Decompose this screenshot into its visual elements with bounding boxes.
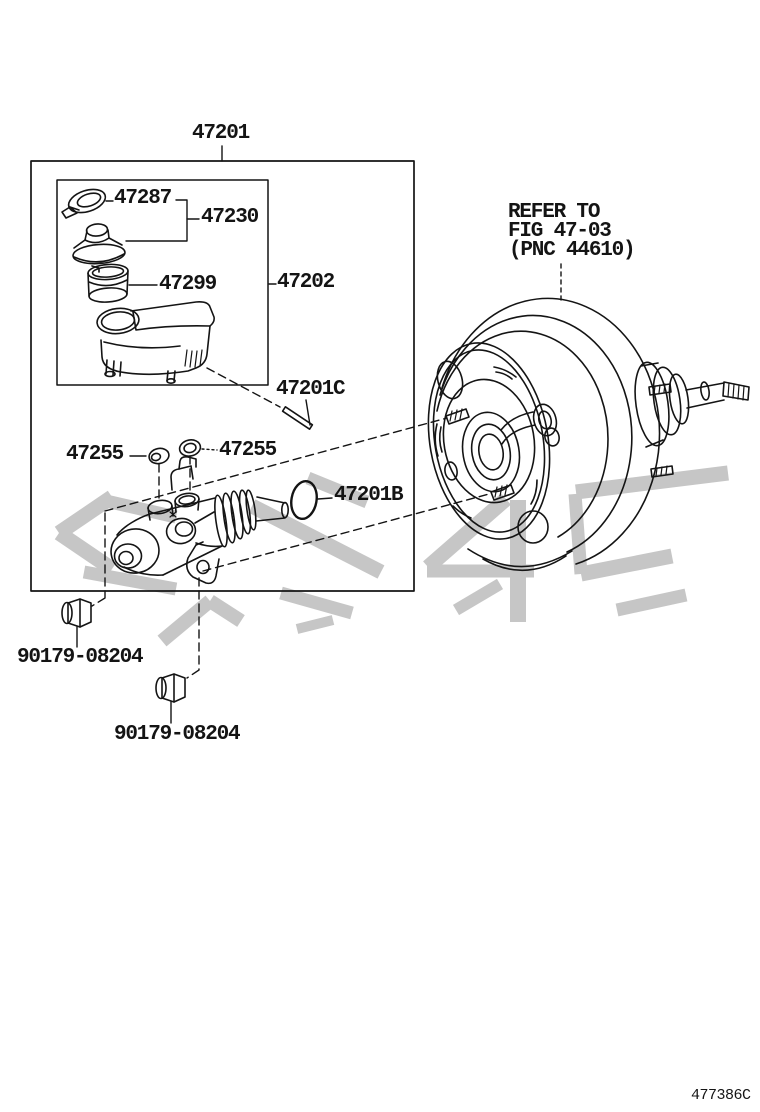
label-pin: 47201C [276,378,346,401]
master-cylinder-drawing [110,456,289,585]
leader-lines [76,145,333,724]
label-reservoir: 47202 [277,271,335,294]
label-cap: 47287 [114,187,172,210]
pin-drawing [281,405,314,431]
refer-note-line2: FIG 47-03 [508,220,612,243]
label-float: 47230 [201,206,259,229]
line-art [30,145,750,724]
refer-note-line3: (PNC 44610) [509,239,636,262]
label-grommet-right: 47255 [219,439,277,462]
label-assembly: 47201 [192,122,250,145]
grommet-right-drawing [178,439,202,457]
watermark-logo [54,465,729,647]
float-drawing [72,223,126,265]
strainer-drawing [87,263,129,303]
label-grommet-left: 47255 [66,443,124,466]
nut-left-drawing [61,598,92,628]
figure-code: 477386C [691,1087,751,1104]
label-nut-left: 90179-08204 [17,646,144,669]
inner-box [56,179,269,386]
cap-drawing [61,188,107,219]
assembly-dashed-lines [91,263,562,679]
grommet-left-drawing [148,447,170,465]
oring-drawing [290,479,318,521]
refer-note-line1: REFER TO [508,201,600,224]
label-nut-right: 90179-08204 [114,723,241,746]
label-strainer: 47299 [159,273,217,296]
nut-right-drawing [155,673,186,703]
booster-drawing [427,297,750,572]
label-o-ring: 47201B [334,484,404,507]
reservoir-drawing [96,301,215,384]
